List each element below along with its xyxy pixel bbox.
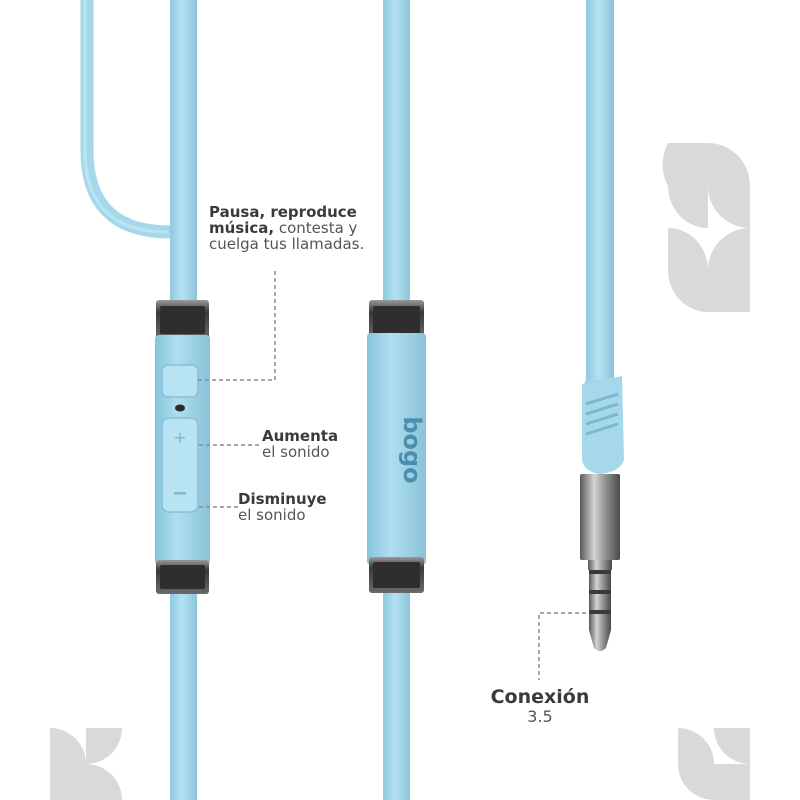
- call-button-icon: [161, 364, 199, 398]
- decor-shape-bottom-right: [678, 728, 750, 800]
- label-volume-down: Disminuye el sonido: [238, 491, 327, 523]
- label-pause-bold: Pausa, reproduce música,: [209, 203, 357, 237]
- label-volume-up-normal: el sonido: [262, 443, 330, 461]
- volume-rocker: [161, 417, 199, 513]
- decor-shape-right: [662, 143, 750, 312]
- label-pause: Pausa, reproduce música, contesta y cuel…: [209, 204, 389, 252]
- cable-right: [586, 0, 614, 390]
- plus-icon: +: [173, 428, 186, 447]
- minus-icon: [174, 492, 186, 495]
- cable-curve: [80, 0, 171, 239]
- label-connection-normal: 3.5: [527, 707, 553, 726]
- decor-shape-bottom-left: [50, 728, 122, 800]
- label-volume-up: Aumenta el sonido: [262, 428, 338, 460]
- label-volume-up-bold: Aumenta: [262, 427, 339, 445]
- label-pause-normal: contesta y cuelga tus llamadas.: [209, 219, 365, 253]
- label-connection-bold: Conexión: [490, 686, 590, 708]
- remote-back: [367, 300, 426, 593]
- label-volume-down-normal: el sonido: [238, 506, 306, 524]
- audio-jack: [580, 376, 624, 651]
- mic-hole: [175, 404, 185, 412]
- remote-front: +: [155, 300, 210, 594]
- brand-logo: bogo: [398, 416, 426, 483]
- label-volume-down-bold: Disminuye: [238, 490, 327, 508]
- leader-lines: [198, 268, 586, 680]
- label-connection: Conexión 3.5: [485, 686, 595, 726]
